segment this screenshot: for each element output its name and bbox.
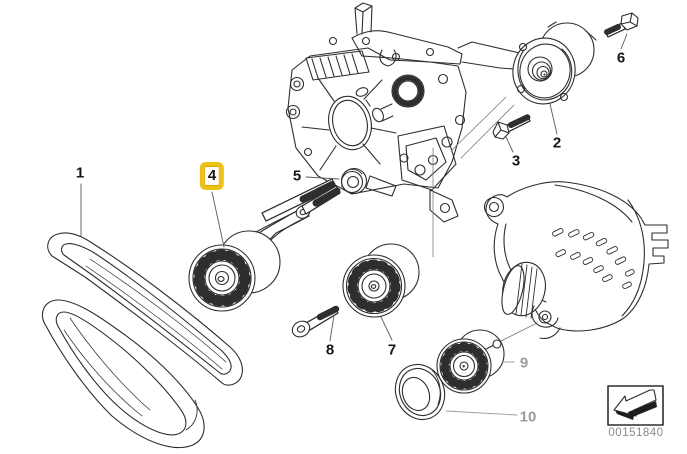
callout-7[interactable]: 7 <box>387 341 397 359</box>
leader-lines <box>80 33 628 416</box>
hex-bolt-part-6 <box>604 12 639 38</box>
callout-3[interactable]: 3 <box>511 152 521 170</box>
callout-6[interactable]: 6 <box>616 49 626 67</box>
callout-9[interactable]: 9 <box>519 354 529 372</box>
idler-pulley-part-9 <box>436 329 505 394</box>
change-direction-stamp <box>607 385 664 426</box>
callout-2[interactable]: 2 <box>552 134 562 152</box>
pivot-bolt-part-5 <box>261 167 368 222</box>
callout-10[interactable]: 10 <box>519 408 537 426</box>
callout-4-highlighted[interactable]: 4 <box>199 162 225 190</box>
alternator-art <box>483 181 669 340</box>
ribbed-belt-part-1 <box>41 232 243 449</box>
deflection-pulley-part-7 <box>342 243 420 318</box>
image-number: 00151840 <box>608 427 664 439</box>
callout-5[interactable]: 5 <box>292 167 302 185</box>
engine-timing-cover-art <box>285 2 532 223</box>
friction-wheel-housing-part-2 <box>512 21 597 105</box>
callout-1[interactable]: 1 <box>75 164 85 182</box>
direction-arrow-icon <box>613 389 657 420</box>
protective-cap-part-10 <box>394 363 446 421</box>
belt-tensioner-part-4 <box>188 185 341 312</box>
hex-bolt-part-3 <box>492 114 531 140</box>
socket-bolt-part-8 <box>291 305 340 338</box>
callout-8[interactable]: 8 <box>325 341 335 359</box>
